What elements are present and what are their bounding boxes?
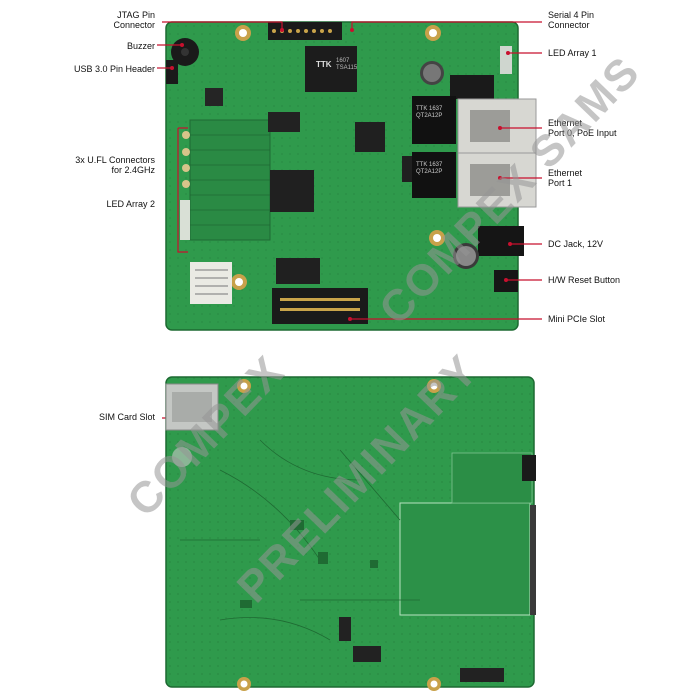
label-dcjack: DC Jack, 12V bbox=[548, 239, 604, 249]
transformer-submarking: 1607 TSA115 bbox=[336, 58, 358, 71]
eth-chip-bottom-marking: TTK 1637 QT2A12P bbox=[416, 162, 443, 175]
bottom-board bbox=[165, 376, 536, 691]
label-jtag: JTAG Pin Connector bbox=[113, 10, 155, 30]
transformer-marking: TTK bbox=[316, 60, 332, 69]
eth-chip-top-marking: TTK 1637 QT2A12P bbox=[416, 106, 443, 119]
label-pcie: Mini PCIe Slot bbox=[548, 314, 606, 324]
top-board bbox=[165, 21, 537, 331]
label-ufl: 3x U.FL Connectors for 2.4GHz bbox=[75, 155, 155, 175]
label-reset: H/W Reset Button bbox=[548, 275, 621, 285]
label-led1: LED Array 1 bbox=[548, 48, 597, 58]
callout-lines bbox=[157, 21, 542, 419]
label-sim: SIM Card Slot bbox=[98, 412, 155, 422]
label-usb3: USB 3.0 Pin Header bbox=[73, 64, 155, 74]
label-led2: LED Array 2 bbox=[106, 199, 155, 209]
label-eth0: Ethernet Port 0, PoE Input bbox=[548, 118, 617, 138]
label-serial4: Serial 4 Pin Connector bbox=[548, 10, 595, 30]
label-eth1: Ethernet Port 1 bbox=[548, 168, 583, 188]
label-buzzer: Buzzer bbox=[126, 41, 155, 51]
